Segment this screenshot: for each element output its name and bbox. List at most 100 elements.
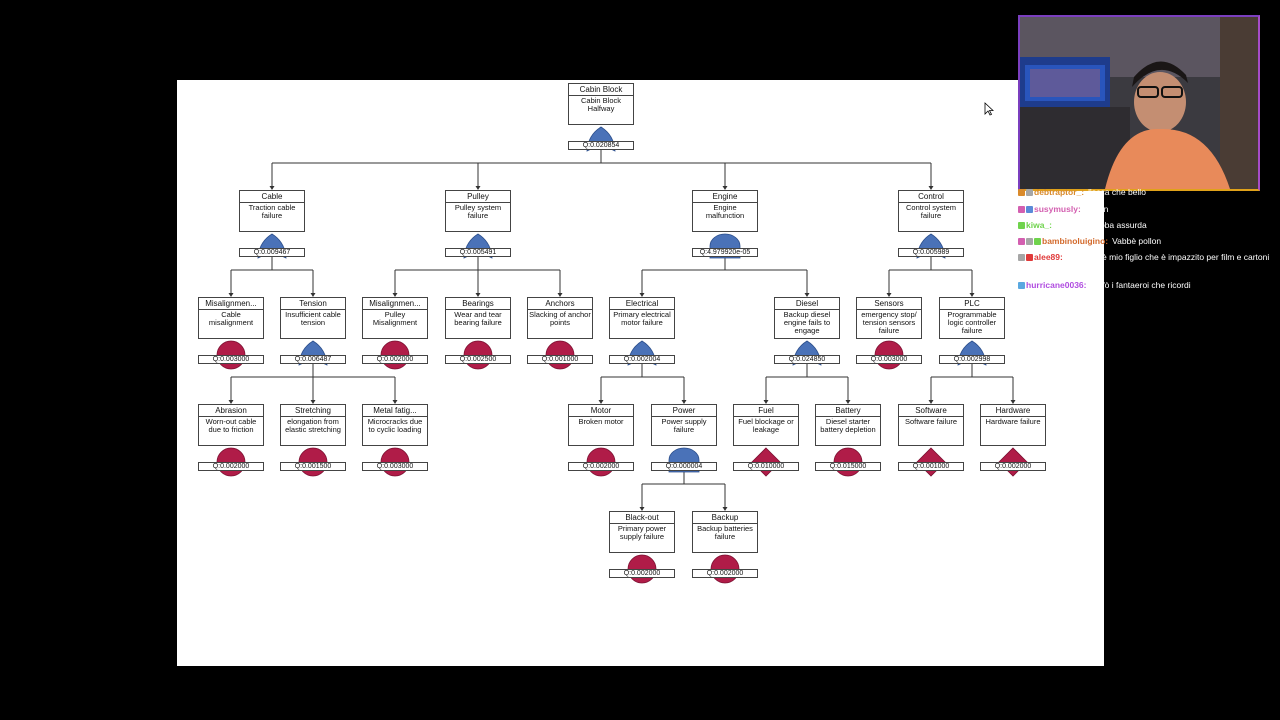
chat-text: pollon che roba assurda [1056,220,1147,230]
arrowhead-icon [269,186,275,190]
event-description: Power supply failure [661,417,707,434]
event-title: Stretching [281,405,345,417]
event-box-mis2[interactable]: Misalignmen...Pulley Misalignment [362,297,428,339]
arrowhead-icon [557,293,563,297]
probability-label: Q:0.024850 [774,355,840,364]
probability-label: Q:0.009467 [239,248,305,257]
event-title: PLC [940,298,1004,310]
event-title: Tension [281,298,345,310]
event-description: Broken motor [578,417,624,426]
event-description: Wear and tear bearing failure [454,310,502,327]
chat-badge-icon [1018,282,1025,290]
event-title: Electrical [610,298,674,310]
arrowhead-icon [392,400,398,404]
arrowhead-icon [804,293,810,297]
event-description: Pulley system failure [454,203,502,220]
arrowhead-icon [310,293,316,297]
arrowhead-icon [763,400,769,404]
event-description: Cabin Block Halfway [580,96,622,113]
chat-badge-icon [1018,222,1025,230]
probability-label: Q:0.000004 [651,462,717,471]
probability-label: Q:4.979920e-05 [692,248,758,257]
chat-username: hurricane0036: [1026,280,1087,290]
probability-label: Q:0.015000 [815,462,881,471]
chat-badge-icon [1026,189,1033,197]
chat-badge-icon [1026,206,1033,214]
arrowhead-icon [392,293,398,297]
event-description: Primary electrical motor failure [613,310,671,327]
probability-label: Q:0.002500 [445,355,511,364]
arrowhead-icon [228,293,234,297]
event-title: Hardware [981,405,1045,417]
event-description: Engine malfunction [705,203,745,220]
chat-username: susymusly: [1034,204,1081,214]
event-description: Fuel blockage or leakage [738,417,794,434]
chat-message: kiwa_:pollon che roba assurda [1018,219,1278,231]
event-description: Software failure [904,417,958,426]
probability-label: Q:0.003000 [198,355,264,364]
chat-username: bambinoluigino: [1042,236,1109,246]
arrowhead-icon [1010,400,1016,404]
chat-message: susymusly:Pollon [1018,203,1278,215]
chat-text: Pollon [1084,204,1109,214]
event-description: Worn-out cable due to friction [205,417,257,434]
event-description: Cable misalignment [208,310,254,327]
event-title: Engine [693,191,757,203]
event-description: Backup diesel engine fails to engage [783,310,831,335]
arrowhead-icon [598,400,604,404]
event-box-metal[interactable]: Metal fatig...Microcracks due to cyclic … [362,404,428,446]
fault-tree-diagram [216,126,1028,584]
event-title: Misalignmen... [363,298,427,310]
chat-username: alee89: [1034,252,1063,262]
event-title: Misalignmen... [199,298,263,310]
probability-label: Q:0.010000 [733,462,799,471]
chat-badge-icon [1034,238,1041,246]
chat-message: hurricane0036:Mafò i fantaeroi che ricor… [1018,279,1278,291]
arrowhead-icon [886,293,892,297]
arrowhead-icon [928,186,934,190]
event-title: Black-out [610,512,674,524]
probability-label: Q:0.001000 [527,355,593,364]
chat-username: debtraptor_: [1034,187,1085,197]
event-title: Backup [693,512,757,524]
event-description: Slacking of anchor points [529,310,591,327]
arrowhead-icon [228,400,234,404]
probability-label: Q:0.003000 [362,462,428,471]
chat-text: Vabbè pollon [1112,236,1162,246]
event-title: Diesel [775,298,839,310]
chat-badge-icon [1026,254,1033,262]
chat-message: alee89:scooby c'è mio figlio che è impaz… [1018,251,1278,263]
probability-label: Q:0.002004 [609,355,675,364]
probability-label: Q:0.001000 [898,462,964,471]
event-title: Fuel [734,405,798,417]
event-description: Insufficient cable tension [285,310,341,327]
event-box-mis1[interactable]: Misalignmen...Cable misalignment [198,297,264,339]
event-title: Bearings [446,298,510,310]
arrowhead-icon [845,400,851,404]
event-title: Control [899,191,963,203]
